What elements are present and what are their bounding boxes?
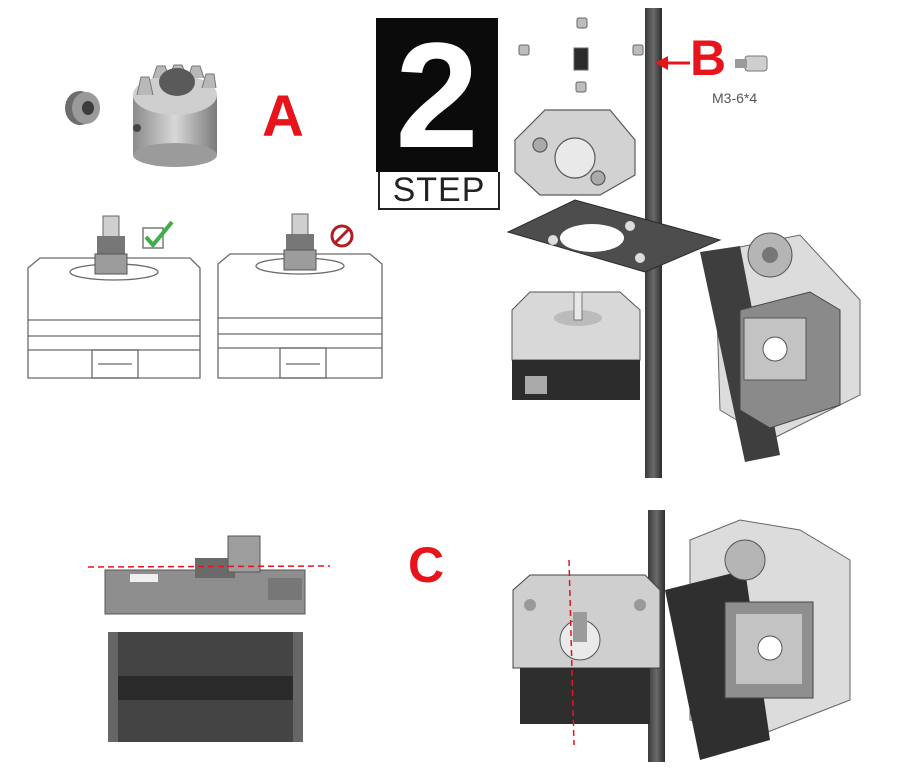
label-c: C (408, 537, 445, 593)
label-a: A (262, 84, 304, 149)
gear-on-shaft-wrong (283, 213, 317, 271)
prohibited-icon (330, 224, 354, 248)
extruder-gear-housing (514, 109, 636, 196)
nema-motor-lower (511, 291, 641, 400)
label-b: B (690, 30, 727, 86)
alignment-line-horizontal (87, 565, 331, 568)
motor-mount-plate (506, 199, 722, 273)
assembled-bracket (665, 519, 851, 760)
step-word: STEP (378, 172, 500, 210)
m3-screw-part (735, 55, 768, 72)
gear-on-shaft-correct (94, 215, 128, 275)
arrow-icon (655, 56, 690, 70)
motor-outline-correct (27, 257, 201, 379)
motor-outline-wrong (217, 253, 383, 379)
screws-exploded (518, 17, 644, 93)
assembled-gear-housing (512, 574, 661, 724)
gear-part (133, 64, 217, 167)
step-number: 2 (376, 18, 498, 172)
screw-spec-label: M3-6*4 (712, 90, 758, 106)
gear-housing-side-view (104, 535, 306, 615)
side-stepper-motor (739, 291, 841, 429)
checkmark-icon (142, 220, 174, 249)
motor-side-view (108, 632, 303, 742)
small-spacer-part (65, 91, 100, 125)
alignment-line-vertical (568, 559, 575, 746)
